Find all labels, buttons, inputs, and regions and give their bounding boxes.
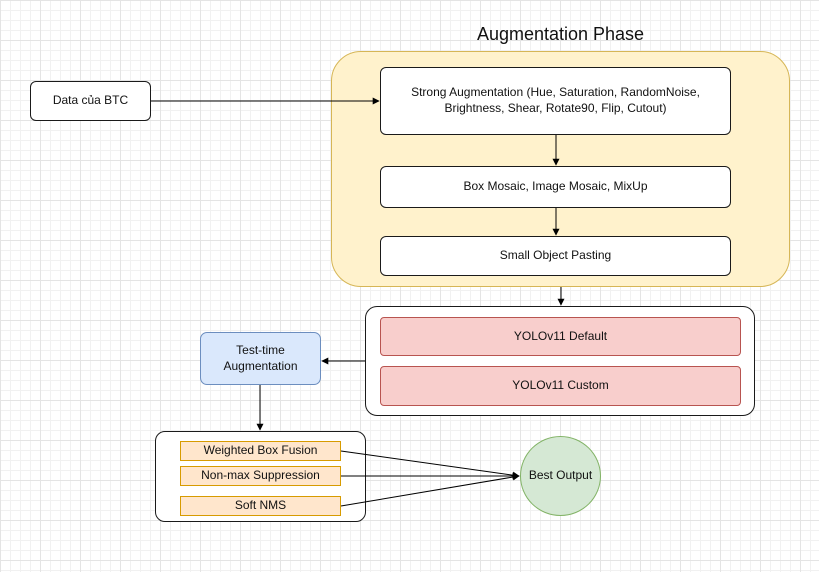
data-source-node[interactable]: Data của BTC <box>30 81 151 121</box>
wbf-label: Weighted Box Fusion <box>203 443 318 458</box>
edge-soft-nms-to-output <box>340 473 520 507</box>
soft-nms-node[interactable]: Soft NMS <box>180 496 341 516</box>
nms-label: Non-max Suppression <box>201 468 320 483</box>
strong-augmentation-label: Strong Augmentation (Hue, Saturation, Ra… <box>411 85 700 115</box>
mosaic-label: Box Mosaic, Image Mosaic, MixUp <box>463 179 648 194</box>
mosaic-node[interactable]: Box Mosaic, Image Mosaic, MixUp <box>380 166 731 208</box>
edge-wbf-to-output <box>340 450 520 479</box>
best-output-label: Best Output <box>528 468 593 483</box>
wbf-node[interactable]: Weighted Box Fusion <box>180 441 341 461</box>
data-source-label: Data của BTC <box>52 93 129 108</box>
tta-label: Test-time Augmentation <box>223 342 298 373</box>
small-object-pasting-label: Small Object Pasting <box>499 248 612 263</box>
strong-augmentation-node[interactable]: Strong Augmentation (Hue, Saturation, Ra… <box>380 67 731 135</box>
yolo-default-label: YOLOv11 Default <box>513 328 608 343</box>
nms-node[interactable]: Non-max Suppression <box>180 466 341 486</box>
phase-title: Augmentation Phase <box>476 24 645 44</box>
yolo-custom-label: YOLOv11 Custom <box>512 378 609 393</box>
yolo-custom-node[interactable]: YOLOv11 Custom <box>380 366 741 406</box>
small-object-pasting-node[interactable]: Small Object Pasting <box>380 236 731 276</box>
soft-nms-label: Soft NMS <box>234 498 287 513</box>
best-output-node[interactable]: Best Output <box>520 436 601 516</box>
tta-node[interactable]: Test-time Augmentation <box>200 332 321 385</box>
yolo-default-node[interactable]: YOLOv11 Default <box>380 317 741 356</box>
